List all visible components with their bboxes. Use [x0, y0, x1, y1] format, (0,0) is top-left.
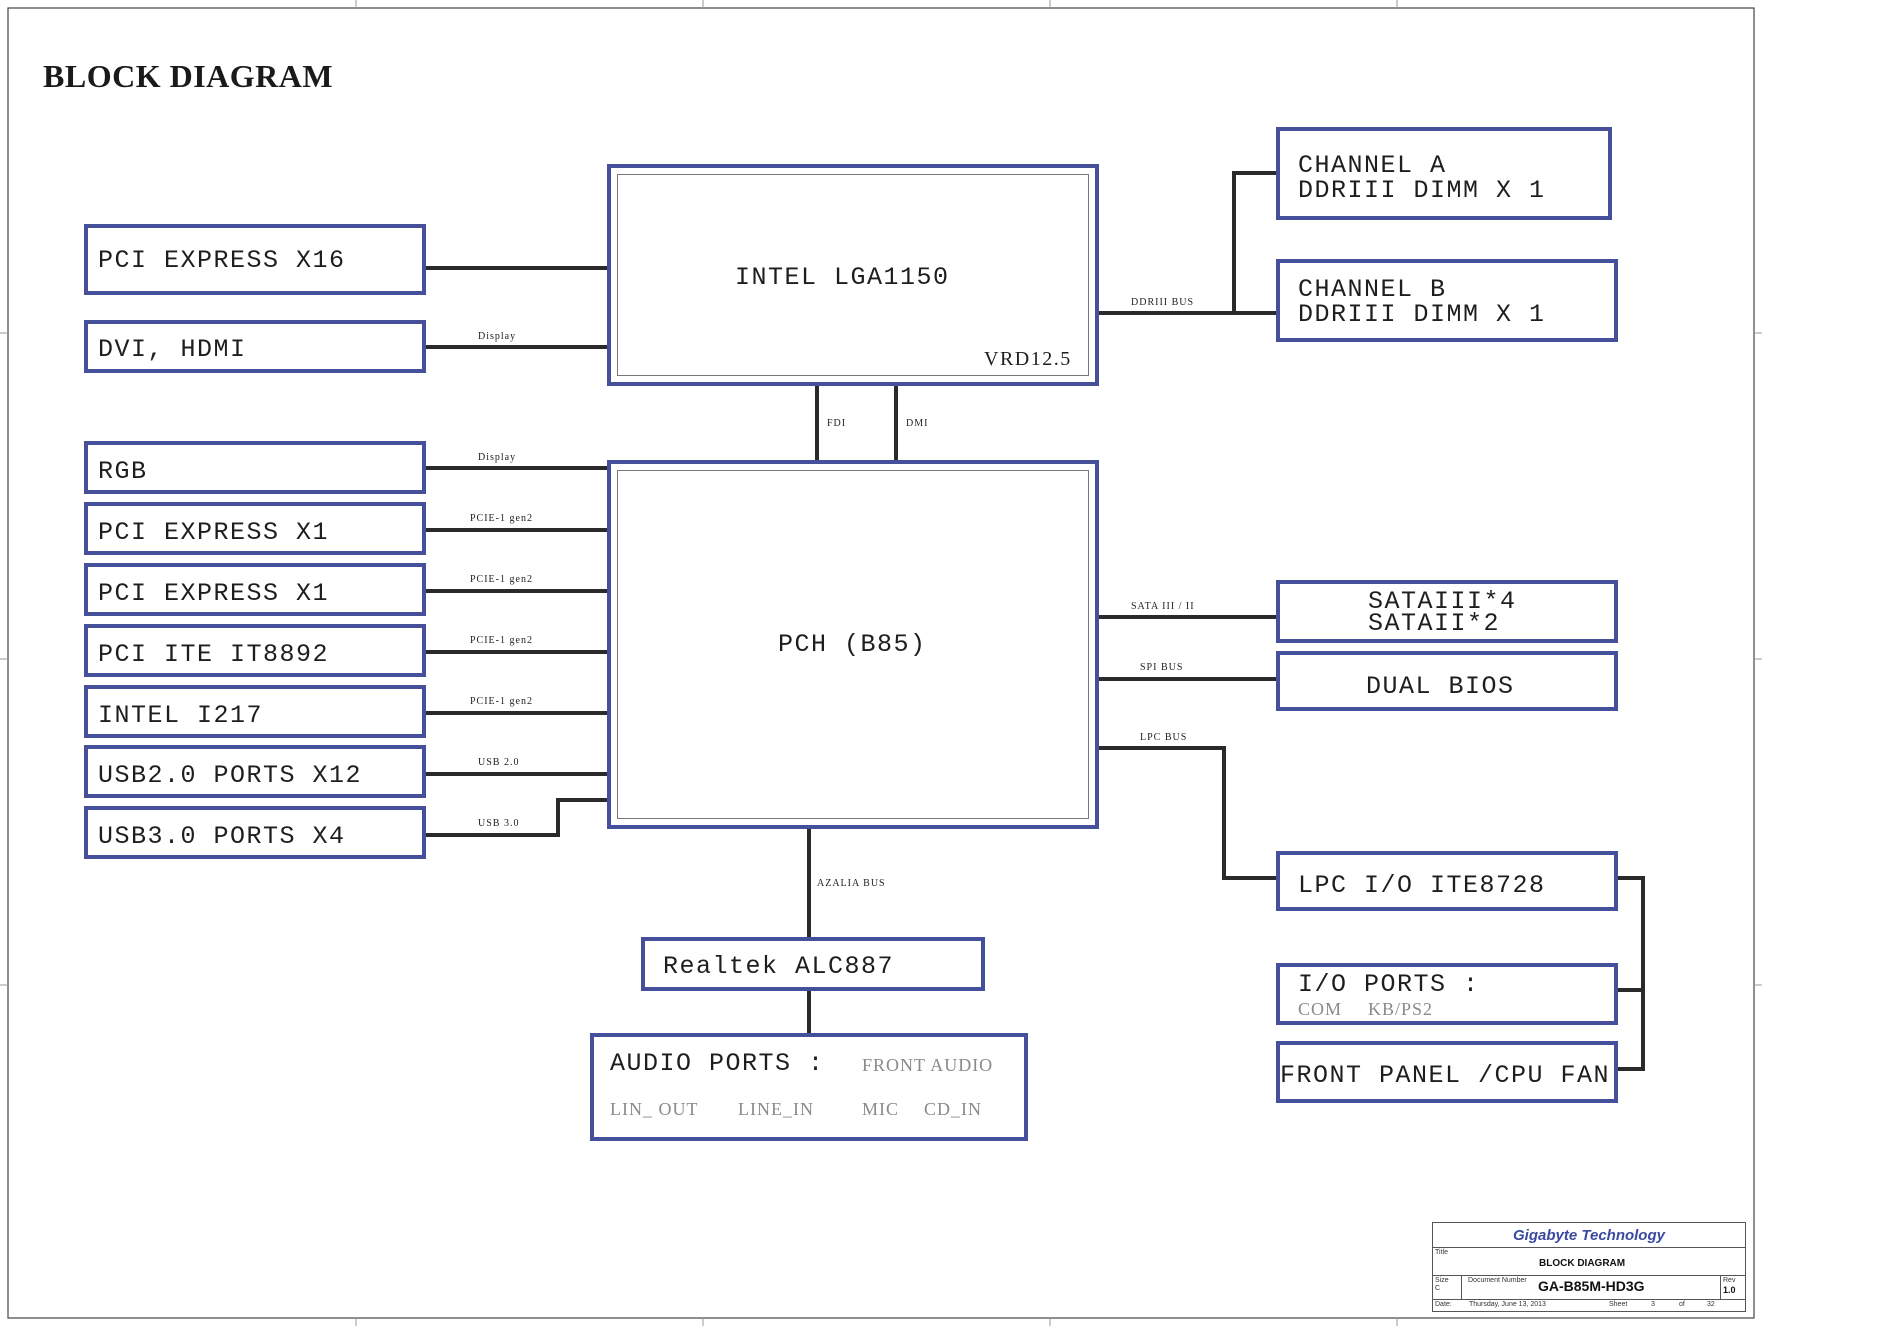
bus-label-dmi: DMI — [906, 418, 929, 429]
usb3-label: USB3.0 PORTS X4 — [98, 822, 346, 851]
realtek-codec-block: Realtek ALC887 — [641, 937, 985, 991]
lpc-io-label: LPC I/O ITE8728 — [1298, 871, 1546, 900]
pcie-x1-a-label: PCI EXPRESS X1 — [98, 518, 330, 547]
bus-label-usb30: USB 3.0 — [478, 818, 520, 829]
channel-a-dimm: CHANNEL A DDRIII DIMM X 1 — [1276, 127, 1612, 220]
company-name: Gigabyte Technology — [1513, 1227, 1665, 1244]
channel-a-line2: DDRIII DIMM X 1 — [1298, 176, 1546, 205]
usb2-block: USB2.0 PORTS X12 — [84, 745, 426, 798]
dual-bios-label: DUAL BIOS — [1366, 672, 1515, 701]
title-block-divider-1 — [1461, 1275, 1462, 1299]
wire-ddr-a — [1232, 171, 1276, 313]
bus-label-pcie-c: PCIE-1 gen2 — [470, 635, 533, 646]
title-block-divider-2 — [1720, 1275, 1721, 1299]
doc-number-label: Document Number — [1468, 1277, 1527, 1284]
wire-usb3 — [425, 798, 608, 837]
intel-i217-label: INTEL I217 — [98, 701, 264, 730]
cpu-inner-frame — [617, 174, 1089, 376]
pch-block: PCH (B85) — [607, 460, 1099, 829]
pci-ite-block: PCI ITE IT8892 — [84, 624, 426, 677]
intel-i217-block: INTEL I217 — [84, 685, 426, 738]
channel-b-dimm: CHANNEL B DDRIII DIMM X 1 — [1276, 259, 1618, 342]
bus-label-pcie-b: PCIE-1 gen2 — [470, 574, 533, 585]
sheet-title: BLOCK DIAGRAM — [1539, 1258, 1626, 1269]
wire-lpc — [1096, 746, 1276, 880]
dual-bios-block: DUAL BIOS — [1276, 651, 1618, 711]
pcie-x1-b-label: PCI EXPRESS X1 — [98, 579, 330, 608]
channel-a-line1: CHANNEL A — [1298, 151, 1447, 180]
title-block-rule-1 — [1433, 1247, 1745, 1248]
audio-ports-block: AUDIO PORTS : FRONT AUDIO LIN_ OUT LINE_… — [590, 1033, 1028, 1141]
audio-ports-label: AUDIO PORTS : — [610, 1049, 825, 1078]
io-ports-kb-ps2: KB/PS2 — [1368, 999, 1434, 1019]
front-panel-label: FRONT PANEL /CPU FAN — [1280, 1061, 1611, 1090]
io-ports-block: I/O PORTS : COM KB/PS2 — [1276, 963, 1618, 1025]
bus-wires — [425, 171, 1645, 1071]
rgb-label: RGB — [98, 457, 148, 486]
pch-label: PCH (B85) — [778, 630, 927, 659]
rev-label: Rev — [1723, 1277, 1736, 1284]
audio-cd-in: CD_IN — [924, 1099, 982, 1119]
pcie-x16-label: PCI EXPRESS X16 — [98, 246, 346, 275]
pcie-x16-block: PCI EXPRESS X16 — [84, 224, 426, 295]
bus-label-ddr: DDRIII BUS — [1131, 297, 1195, 308]
wire-lpc-io-bus — [1618, 876, 1645, 1071]
cpu-sub-label: VRD12.5 — [984, 348, 1072, 370]
frame-ticks — [0, 0, 1762, 1326]
bus-label-azalia: AZALIA BUS — [817, 878, 886, 889]
of-value: 32 — [1707, 1301, 1715, 1308]
bus-label-pcie-d: PCIE-1 gen2 — [470, 696, 533, 707]
front-panel-block: FRONT PANEL /CPU FAN — [1276, 1041, 1618, 1103]
bus-label-display-rgb: Display — [478, 452, 517, 463]
audio-front-label: FRONT AUDIO — [862, 1055, 994, 1075]
title-block-rule-2 — [1433, 1275, 1745, 1276]
realtek-codec-label: Realtek ALC887 — [663, 952, 895, 981]
bus-label-pcie-a: PCIE-1 gen2 — [470, 513, 533, 524]
usb3-block: USB3.0 PORTS X4 — [84, 806, 426, 859]
of-label: of — [1679, 1301, 1685, 1308]
bus-label-lpc: LPC BUS — [1140, 732, 1188, 743]
rgb-block: RGB — [84, 441, 426, 494]
audio-line-in: LINE_IN — [738, 1099, 814, 1119]
pcie-x1-a-block: PCI EXPRESS X1 — [84, 502, 426, 555]
io-ports-label: I/O PORTS : — [1298, 970, 1480, 999]
io-ports-com: COM — [1298, 999, 1343, 1019]
page-title: BLOCK DIAGRAM — [43, 58, 334, 94]
bus-label-fdi: FDI — [827, 418, 847, 429]
doc-number: GA-B85M-HD3G — [1538, 1278, 1645, 1294]
title-block-rule-3 — [1433, 1299, 1745, 1300]
bus-label-usb20: USB 2.0 — [478, 757, 520, 768]
cpu-block: INTEL LGA1150 VRD12.5 — [607, 164, 1099, 386]
title-block: Gigabyte Technology Title BLOCK DIAGRAM … — [1432, 1222, 1746, 1312]
sata-line1: SATAIII*4 — [1368, 587, 1517, 616]
channel-b-line1: CHANNEL B — [1298, 275, 1447, 304]
cpu-label: INTEL LGA1150 — [735, 263, 950, 292]
date-label: Date: — [1435, 1301, 1452, 1308]
sata-block: SATAIII*4 SATAII*2 — [1276, 580, 1618, 643]
date-value: Thursday, June 13, 2013 — [1469, 1301, 1546, 1308]
lpc-io-block: LPC I/O ITE8728 — [1276, 851, 1618, 911]
sheet-value: 3 — [1651, 1301, 1655, 1308]
dvi-hdmi-block: DVI, HDMI — [84, 320, 426, 373]
size-value: C — [1435, 1285, 1441, 1292]
title-field-label: Title — [1435, 1249, 1448, 1256]
channel-b-line2: DDRIII DIMM X 1 — [1298, 300, 1546, 329]
audio-line-out: LIN_ OUT — [610, 1099, 699, 1119]
size-field-label: Size — [1435, 1277, 1449, 1284]
usb2-label: USB2.0 PORTS X12 — [98, 761, 363, 790]
pch-inner-frame — [617, 470, 1089, 819]
dvi-hdmi-label: DVI, HDMI — [98, 335, 247, 364]
bus-label-spi: SPI BUS — [1140, 662, 1184, 673]
bus-label-sata: SATA III / II — [1131, 601, 1195, 612]
pci-ite-label: PCI ITE IT8892 — [98, 640, 330, 669]
audio-mic: MIC — [862, 1099, 900, 1119]
sheet-label: Sheet — [1609, 1301, 1628, 1308]
sata-line2: SATAII*2 — [1368, 609, 1501, 638]
bus-label-display-top: Display — [478, 331, 517, 342]
rev-value: 1.0 — [1723, 1285, 1736, 1295]
pcie-x1-b-block: PCI EXPRESS X1 — [84, 563, 426, 616]
